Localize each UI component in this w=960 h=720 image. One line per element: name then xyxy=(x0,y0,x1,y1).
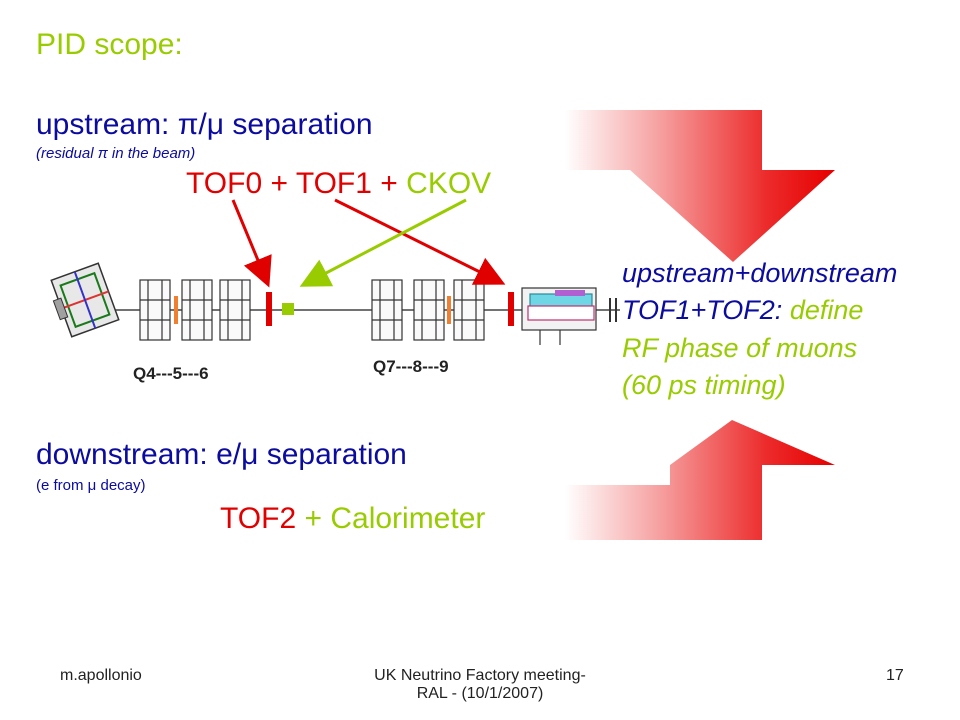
quad-label-left: Q4---5---6 xyxy=(133,364,209,383)
spectrometer xyxy=(521,287,617,345)
ckov-detector xyxy=(282,303,294,315)
footer-meeting-line-2: RAL - (10/1/2007) xyxy=(416,685,544,702)
upstream-heading-suffix: separation xyxy=(232,108,373,141)
plus-sign-1: + xyxy=(270,167,289,200)
quad-triplet-right xyxy=(371,279,485,341)
ckov-pointer-arrow xyxy=(299,198,467,287)
downstream-heading-prefix: downstream: xyxy=(36,438,208,471)
tof2-label: TOF2 xyxy=(220,502,297,535)
right-line-2-blue: TOF1+TOF2: xyxy=(622,295,783,325)
tof0-pointer-arrow xyxy=(231,199,272,288)
dipole-magnet xyxy=(50,262,120,338)
right-line-2: TOF1+TOF2: define xyxy=(622,295,863,326)
downstream-heading-suffix: separation xyxy=(266,438,407,471)
ckov-label: CKOV xyxy=(406,167,492,200)
downstream-heading: downstream: e/μ separation xyxy=(36,438,407,472)
downstream-formula: TOF2 + Calorimeter xyxy=(220,502,485,536)
upstream-heading: upstream: π/μ separation xyxy=(36,108,373,142)
tof0-label: TOF0 xyxy=(186,167,263,200)
upstream-note: (residual π in the beam) xyxy=(36,145,196,162)
quad-label-right: Q7---8---9 xyxy=(373,357,449,376)
down-arrow-shape xyxy=(565,110,835,262)
upstream-formula: TOF0 + TOF1 + CKOV xyxy=(186,167,491,201)
footer-meeting-line-1: UK Neutrino Factory meeting- xyxy=(374,667,586,684)
right-line-4: (60 ps timing) xyxy=(622,370,786,400)
footer-meeting: UK Neutrino Factory meeting- RAL - (10/1… xyxy=(340,667,620,703)
quad-triplet-left xyxy=(139,279,251,341)
tof1-detector xyxy=(508,292,514,326)
upstream-heading-symbols: π/μ xyxy=(177,108,225,141)
plus-sign-2: + xyxy=(380,167,398,200)
tof1-label: TOF1 xyxy=(295,167,372,200)
right-line-3: RF phase of muons xyxy=(622,333,858,363)
tof1-pointer-arrow xyxy=(334,198,506,285)
upstream-heading-prefix: upstream: xyxy=(36,108,170,141)
calorimeter-label: + Calorimeter xyxy=(304,502,486,535)
footer-author: m.apollonio xyxy=(60,667,142,684)
slide-title: PID scope: xyxy=(36,28,183,61)
downstream-heading-symbols: e/μ xyxy=(216,438,259,471)
right-line-1: upstream+downstream xyxy=(622,258,898,288)
downstream-note: (e from μ decay) xyxy=(36,477,146,494)
up-arrow-shape xyxy=(565,420,835,540)
footer-page-number: 17 xyxy=(886,667,904,684)
right-line-2-green: define xyxy=(789,295,864,325)
tof0-detector xyxy=(266,292,272,326)
